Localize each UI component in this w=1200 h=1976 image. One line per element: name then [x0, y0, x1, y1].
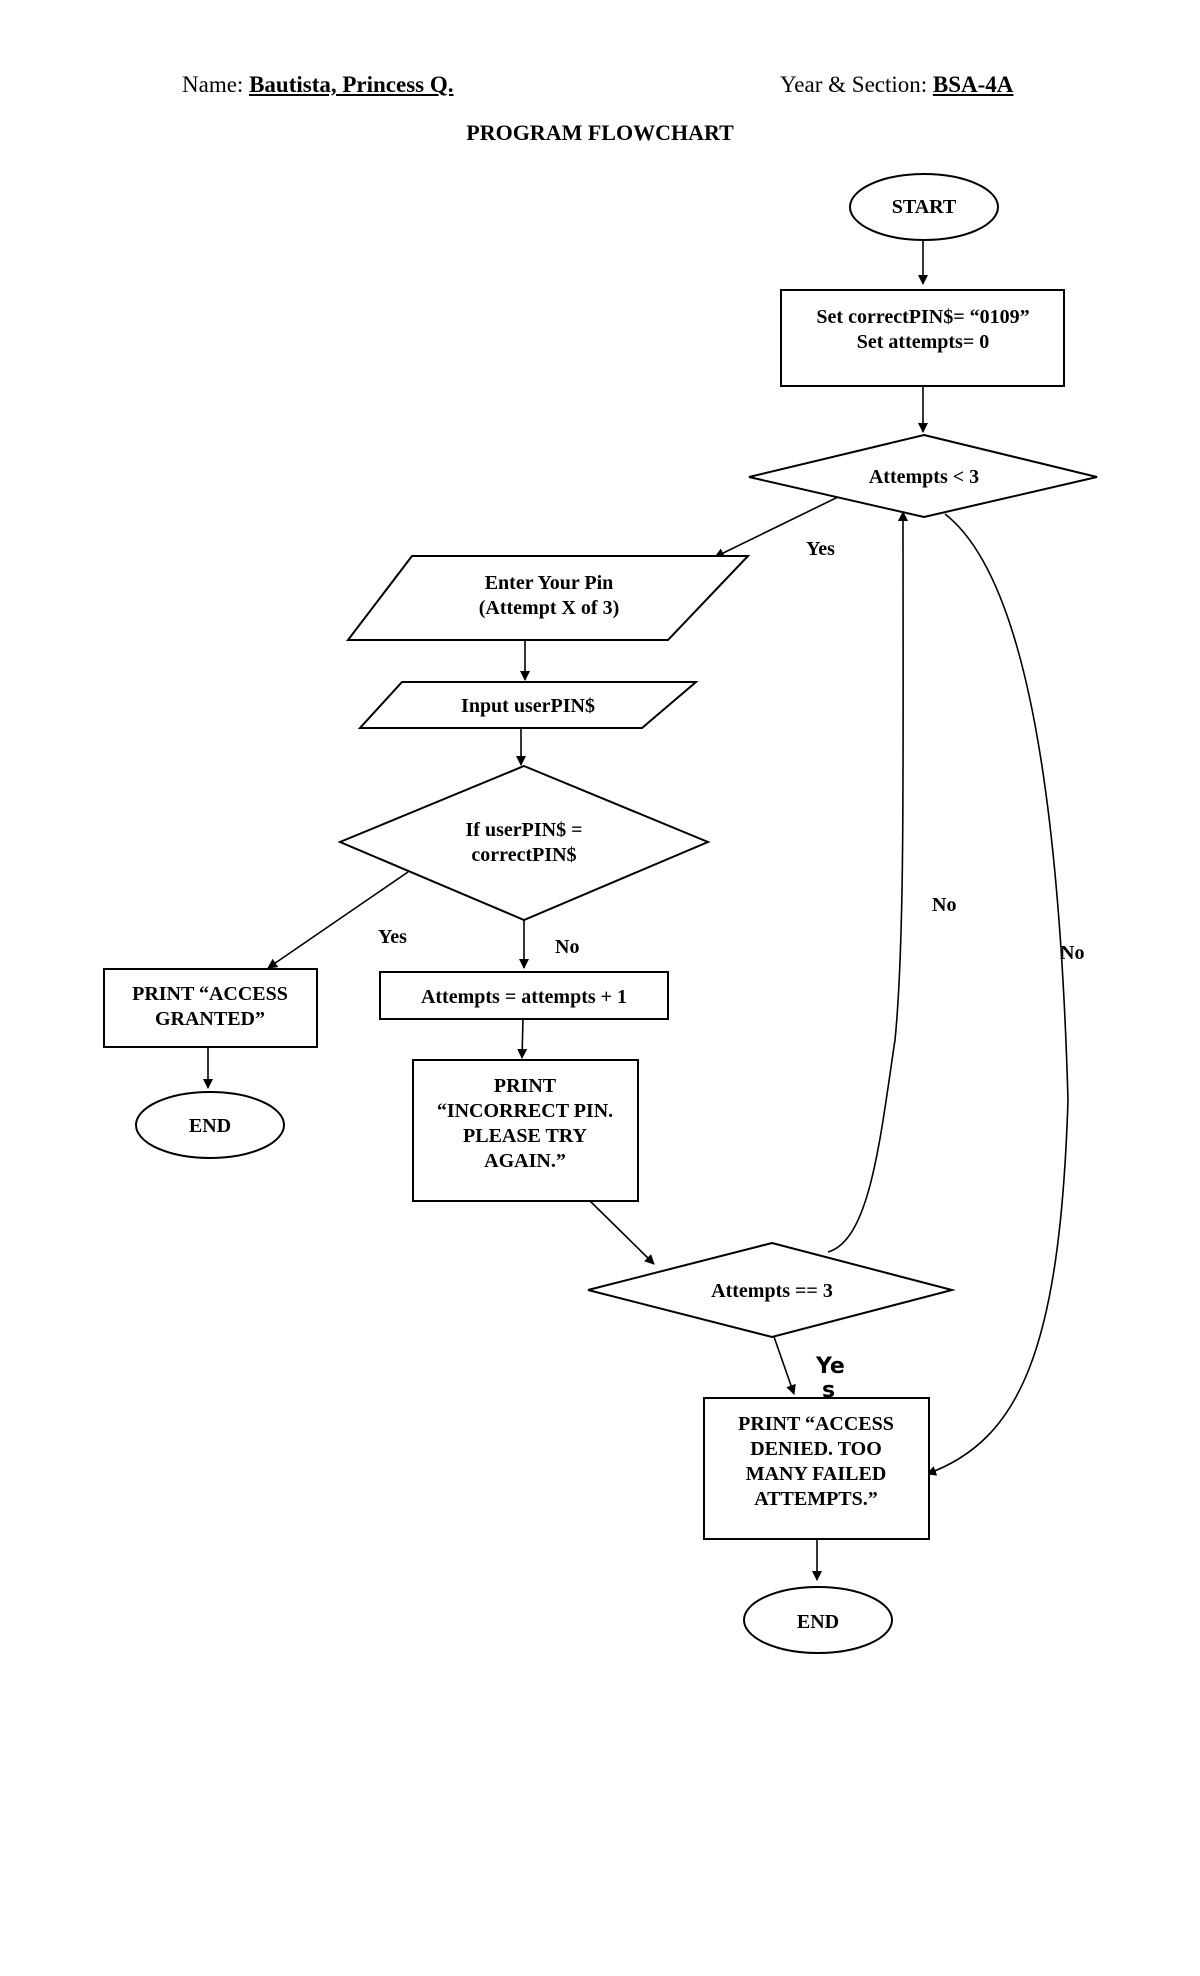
- max-check-text: Attempts == 3: [711, 1280, 833, 1302]
- arrow-incorrect-to-max-check: [588, 1199, 655, 1265]
- granted-line-2: GRANTED”: [155, 1008, 265, 1030]
- pin-check-decision: If userPIN$ = correctPIN$: [337, 764, 711, 922]
- input-text: Input userPIN$: [461, 695, 595, 717]
- end-granted-terminal: END: [135, 1091, 285, 1159]
- arrow-pin-yes-to-granted: [267, 871, 409, 969]
- label-max-yes-2: s: [822, 1378, 835, 1403]
- init-process-box: Set correctPIN$= “0109” Set attempts= 0: [780, 289, 1065, 387]
- access-granted-box: PRINT “ACCESS GRANTED”: [103, 968, 318, 1048]
- label-max-no: No: [932, 894, 956, 916]
- arrow-increment-to-incorrect: [517, 1017, 528, 1059]
- end-granted-text: END: [189, 1115, 231, 1137]
- prompt-output: Enter Your Pin (Attempt X of 3): [345, 555, 751, 641]
- name-value: Bautista, Princess Q.: [249, 72, 454, 97]
- denied-line-4: ATTEMPTS.”: [754, 1488, 878, 1510]
- document-title: PROGRAM FLOWCHART: [466, 120, 734, 145]
- init-line-2: Set attempts= 0: [857, 331, 989, 353]
- section-value: BSA-4A: [932, 72, 1014, 97]
- access-denied-box: PRINT “ACCESS DENIED. TOO MANY FAILED AT…: [703, 1397, 930, 1540]
- init-line-1: Set correctPIN$= “0109”: [816, 306, 1029, 328]
- name-label: Name:: [182, 72, 244, 97]
- arrow-max-yes-to-denied: [772, 1333, 796, 1395]
- denied-line-3: MANY FAILED: [746, 1463, 887, 1485]
- start-terminal: START: [849, 173, 999, 241]
- section-label: Year & Section:: [780, 72, 928, 97]
- increment-box: Attempts = attempts + 1: [379, 971, 669, 1020]
- start-text: START: [892, 196, 957, 218]
- max-attempts-decision: Attempts == 3: [587, 1241, 956, 1339]
- connectors: [203, 241, 1069, 1581]
- arrow-loop-yes-to-prompt: [714, 496, 839, 558]
- incorrect-line-4: AGAIN.”: [484, 1150, 566, 1172]
- input-data: Input userPIN$: [357, 681, 699, 729]
- granted-line-1: PRINT “ACCESS: [132, 983, 288, 1005]
- loop-check-decision: Attempts < 3: [748, 433, 1098, 519]
- pin-check-line-1: If userPIN$ =: [466, 819, 583, 841]
- denied-line-2: DENIED. TOO: [750, 1438, 882, 1460]
- incorrect-line-1: PRINT: [494, 1075, 557, 1097]
- label-pin-no: No: [555, 936, 579, 958]
- label-max-yes-1: Ye: [815, 1354, 845, 1379]
- increment-text: Attempts = attempts + 1: [421, 986, 627, 1008]
- year-section: Year & Section: BSA-4A: [780, 72, 1013, 98]
- label-loop-no: No: [1060, 942, 1084, 964]
- student-name: Name: Bautista, Princess Q.: [182, 72, 454, 98]
- label-pin-yes: Yes: [378, 926, 407, 948]
- end-denied-terminal: END: [743, 1586, 893, 1654]
- incorrect-line-3: PLEASE TRY: [463, 1125, 588, 1147]
- arrow-loop-no-to-denied: [926, 513, 1069, 1476]
- prompt-line-2: (Attempt X of 3): [479, 597, 620, 619]
- end-denied-text: END: [797, 1611, 839, 1633]
- prompt-line-1: Enter Your Pin: [485, 572, 614, 594]
- pin-check-line-2: correctPIN$: [471, 844, 576, 866]
- arrow-max-no-to-loop-check: [827, 511, 909, 1253]
- incorrect-pin-box: PRINT “INCORRECT PIN. PLEASE TRY AGAIN.”: [412, 1059, 639, 1202]
- denied-line-1: PRINT “ACCESS: [738, 1413, 894, 1435]
- label-loop-yes: Yes: [806, 538, 835, 560]
- incorrect-line-2: “INCORRECT PIN.: [437, 1100, 613, 1122]
- loop-check-text: Attempts < 3: [869, 466, 979, 488]
